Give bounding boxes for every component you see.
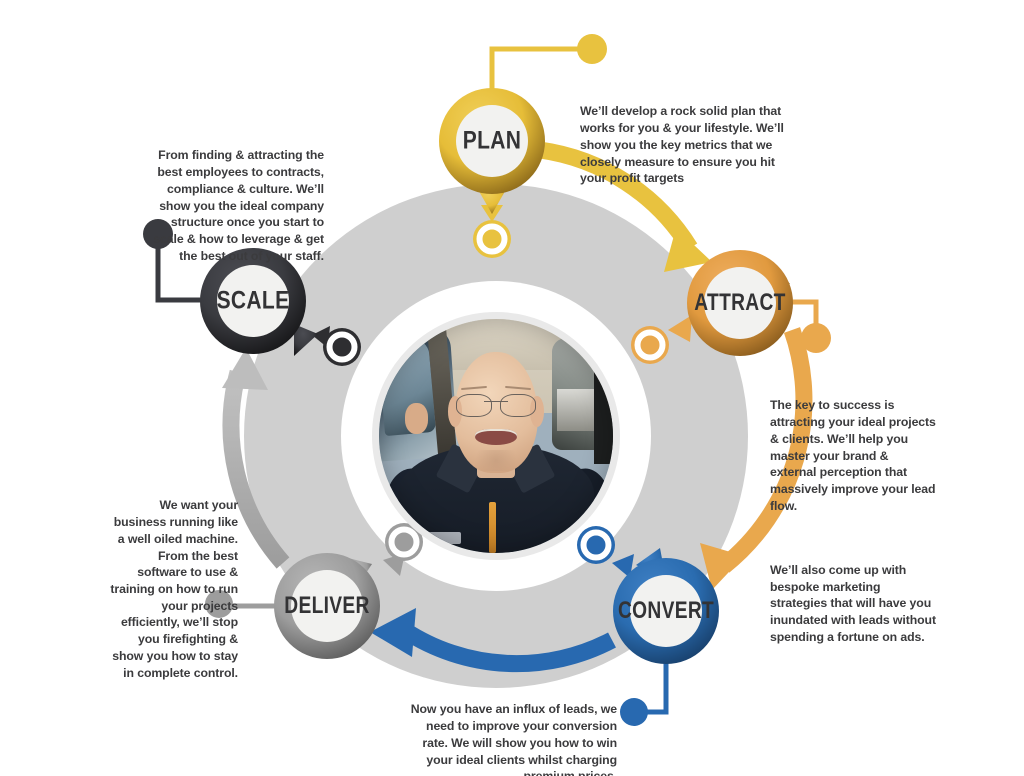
leader-line-deliver	[205, 590, 277, 618]
callout-plan: We’ll develop a rock solid plan that wor…	[580, 70, 786, 220]
node-convert[interactable]	[613, 548, 719, 664]
marker-plan	[473, 205, 511, 258]
arrow-deliver-to-scale	[222, 348, 290, 569]
leader-dot-scale	[143, 219, 173, 249]
arrow-plan-to-attract	[538, 141, 712, 272]
leader-line-plan	[489, 34, 607, 96]
leader-dot-attract	[801, 323, 831, 353]
callout-convert: Now you have an influx of leads, we need…	[404, 668, 617, 776]
portrait-image	[379, 319, 613, 553]
leader-dot-deliver	[205, 590, 233, 618]
arrow-attract-to-convert	[700, 327, 813, 590]
leader-line-scale	[143, 219, 210, 303]
callout-plan-paragraph-1: We’ll develop a rock solid plan that wor…	[580, 104, 788, 186]
leader-line-convert	[620, 662, 669, 726]
node-scale[interactable]	[200, 248, 318, 356]
callout-deliver: We want your business running like a wel…	[110, 464, 238, 715]
callout-deliver-paragraph-1: We want your business running like a wel…	[110, 498, 242, 680]
marker-scale	[312, 326, 361, 366]
node-plan[interactable]	[439, 88, 545, 214]
callout-convert-paragraph-1: Now you have an influx of leads, we need…	[410, 702, 617, 776]
leader-line-attract	[789, 299, 831, 353]
center-portrait-photo	[372, 312, 620, 560]
leader-dot-convert	[620, 698, 648, 726]
callout-attract-paragraph-2: We’ll also come up with bespoke marketin…	[770, 562, 940, 644]
arrow-convert-to-deliver	[370, 608, 616, 673]
leader-dot-plan	[577, 34, 607, 64]
node-deliver[interactable]	[274, 553, 380, 659]
callout-attract: The key to success is attracting your id…	[770, 364, 938, 679]
callout-attract-paragraph-1: The key to success is attracting your id…	[770, 398, 940, 513]
node-attract[interactable]	[687, 250, 793, 356]
callout-scale: From finding & attracting the best emplo…	[140, 114, 324, 298]
marker-attract	[631, 315, 692, 364]
callout-scale-paragraph-1: From finding & attracting the best emplo…	[153, 148, 328, 263]
